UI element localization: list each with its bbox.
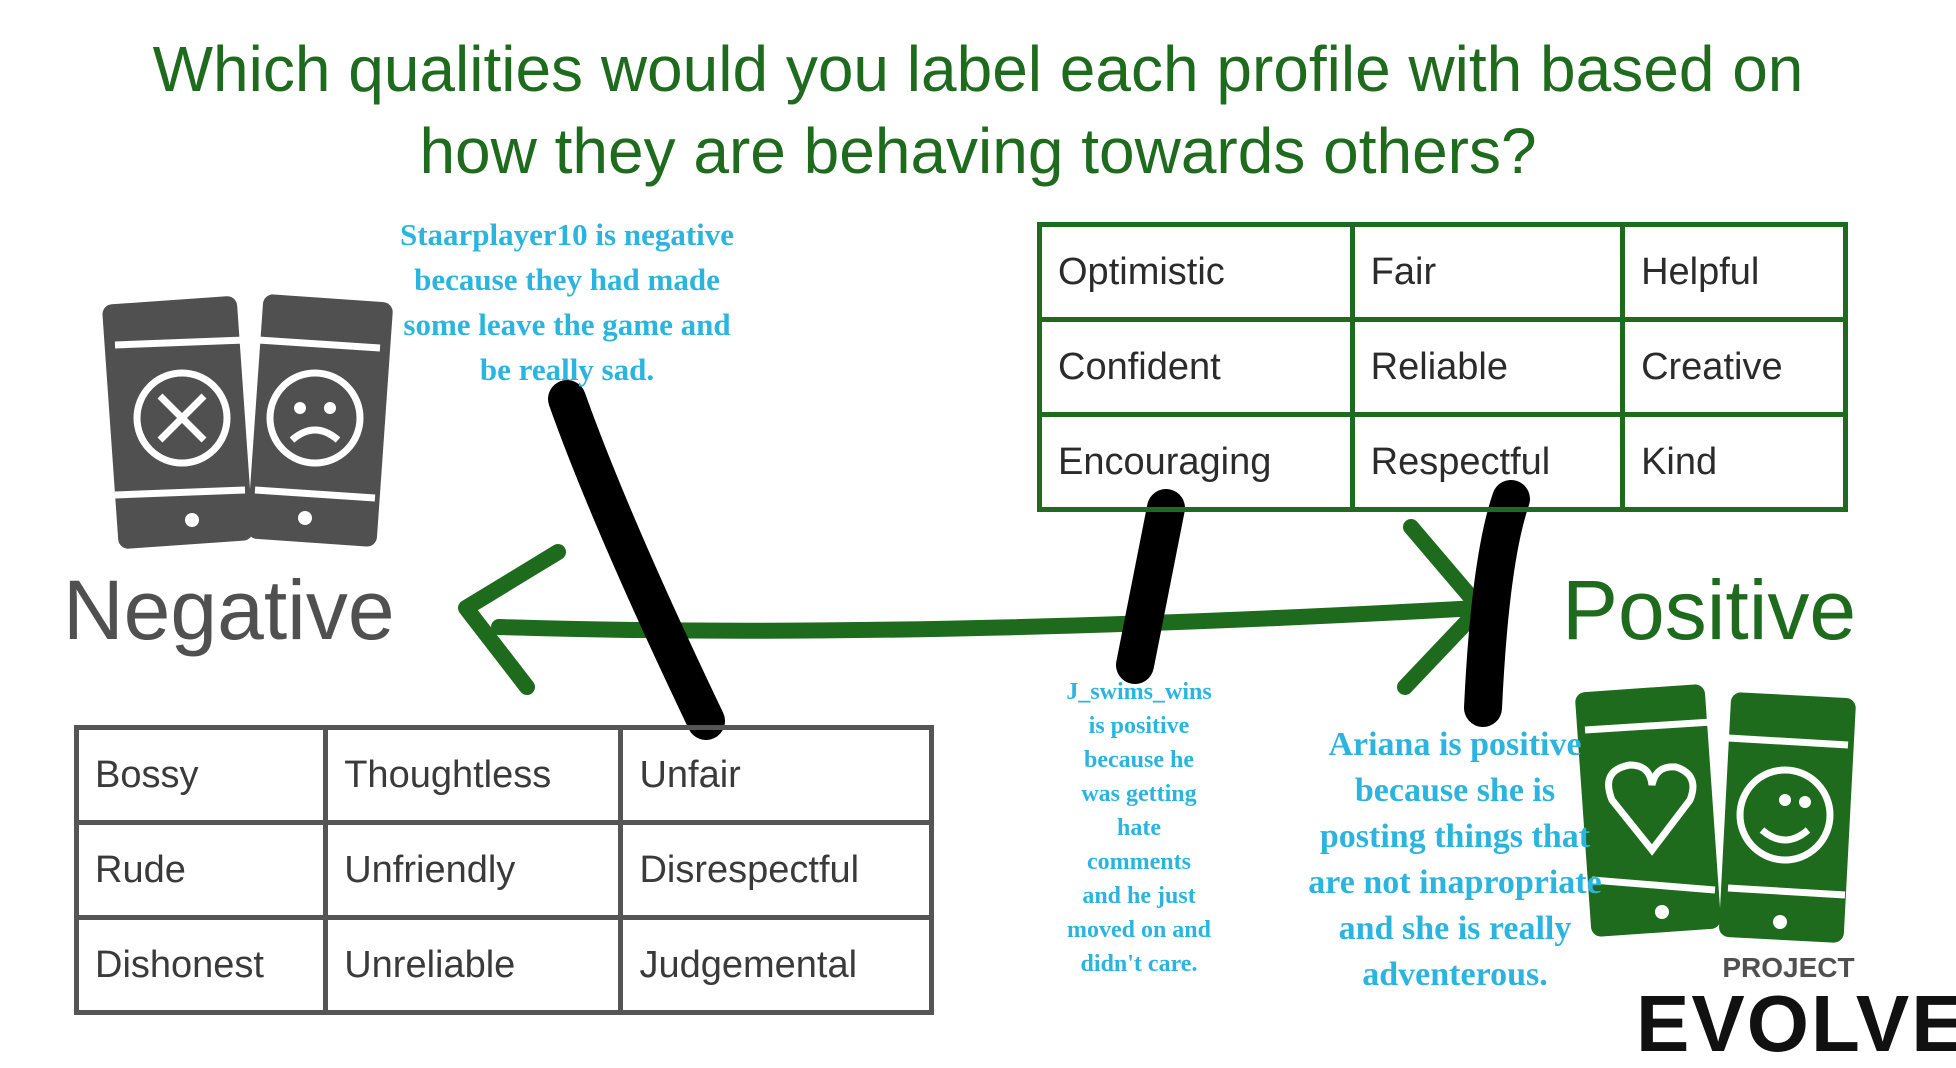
table-cell: Kind: [1620, 412, 1848, 512]
note-line: Staarplayer10 is negative: [399, 217, 735, 252]
table-cell: Encouraging: [1037, 412, 1355, 512]
table-cell: Judgemental: [618, 915, 934, 1015]
note-line: posting things that: [1319, 818, 1591, 855]
negative-phones-icon: [102, 294, 393, 549]
table-cell: Reliable: [1349, 317, 1626, 417]
positive-phones-icon: [1575, 684, 1856, 943]
table-cell: Helpful: [1620, 222, 1848, 322]
note-line: is positive: [1088, 713, 1190, 739]
table-cell: Disrespectful: [618, 820, 934, 920]
table-cell: Unfriendly: [323, 820, 624, 920]
note-line: are not inapropriate: [1308, 864, 1602, 901]
project-evolve-logo: PROJECT EVOLVE: [1636, 952, 1956, 1068]
table-cell: Respectful: [1349, 412, 1626, 512]
page-title: Which qualities would you label each pro…: [0, 28, 1956, 192]
note-line: some leave the game and: [403, 307, 731, 342]
table-cell: Thoughtless: [323, 725, 624, 825]
table-cell: Dishonest: [73, 915, 329, 1015]
title-line-1: Which qualities would you label each pro…: [152, 33, 1804, 105]
table-cell: Unreliable: [323, 915, 624, 1015]
note-line: adventerous.: [1362, 956, 1548, 993]
note-line: be really sad.: [479, 352, 655, 387]
note-line: because he: [1084, 747, 1194, 773]
table-cell: Optimistic: [1037, 222, 1355, 322]
table-cell: Unfair: [618, 725, 934, 825]
note-line: was getting: [1081, 781, 1197, 807]
note-line: comments: [1087, 849, 1191, 875]
table-cell: Confident: [1037, 317, 1355, 417]
note-ariana: Ariana is positive because she is postin…: [1275, 722, 1635, 998]
note-staarplayer: Staarplayer10 is negative because they h…: [367, 212, 767, 392]
title-line-2: how they are behaving towards others?: [419, 115, 1537, 187]
table-cell: Rude: [73, 820, 329, 920]
note-line: because they had made: [414, 262, 720, 297]
note-line: Ariana is positive: [1328, 726, 1582, 763]
note-line: and she is really: [1338, 910, 1572, 947]
logo-project: PROJECT: [1722, 952, 1855, 983]
note-line: and he just: [1082, 883, 1196, 909]
table-cell: Fair: [1349, 222, 1626, 322]
table-cell: Bossy: [73, 725, 329, 825]
positive-label: Positive: [1562, 563, 1857, 657]
note-line: moved on and: [1066, 917, 1212, 943]
table-cell: Creative: [1620, 317, 1848, 417]
note-line: hate: [1117, 815, 1161, 841]
marker-strokes: [548, 380, 1530, 740]
note-jswims: J_swims_wins is positive because he was …: [1039, 675, 1239, 981]
note-line: because she is: [1354, 772, 1556, 809]
negative-label: Negative: [63, 563, 395, 657]
logo-evolve: EVOLVE: [1636, 979, 1956, 1068]
note-line: J_swims_wins: [1066, 679, 1212, 705]
note-line: didn't care.: [1080, 951, 1198, 977]
